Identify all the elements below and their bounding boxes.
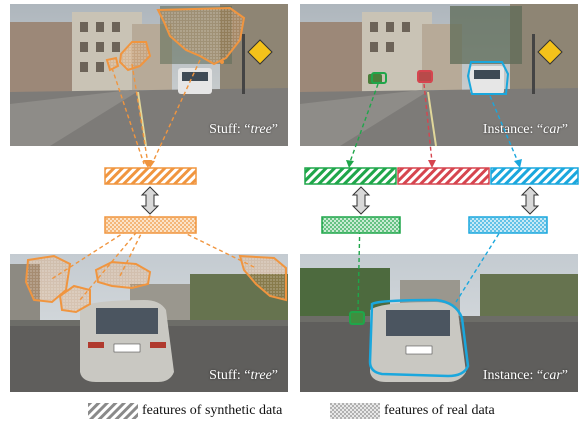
synthetic-feature-bar-car-green bbox=[304, 167, 397, 185]
real-feature-bar-tree bbox=[104, 216, 197, 234]
panel-caption: Stuff: “tree” bbox=[209, 122, 278, 137]
legend-synthetic: features of synthetic data bbox=[88, 400, 282, 422]
panel-caption: Instance: “car” bbox=[482, 122, 568, 137]
real-feature-bar-car-green bbox=[321, 216, 401, 234]
panel-caption: Stuff: “tree” bbox=[209, 368, 278, 383]
legend-real: features of real data bbox=[330, 400, 495, 422]
real-features-swatch-icon bbox=[330, 403, 380, 419]
real-feature-bar-car-blue bbox=[468, 216, 548, 234]
panel-caption: Instance: “car” bbox=[482, 368, 568, 383]
real-instance-panel: Instance: “car” bbox=[300, 254, 578, 392]
legend-synthetic-label: features of synthetic data bbox=[142, 403, 283, 418]
synthetic-instance-panel: Instance: “car” bbox=[300, 4, 578, 146]
synthetic-stuff-panel: Stuff: “tree” bbox=[10, 4, 288, 146]
synthetic-feature-bar-car-red bbox=[397, 167, 490, 185]
real-stuff-panel: Stuff: “tree” bbox=[10, 254, 288, 392]
synthetic-feature-bar-tree bbox=[104, 167, 197, 185]
alignment-double-arrow-icon bbox=[140, 186, 540, 215]
synthetic-feature-bar-car-blue bbox=[490, 167, 579, 185]
legend-real-label: features of real data bbox=[384, 403, 495, 418]
synthetic-features-swatch-icon bbox=[88, 403, 138, 419]
